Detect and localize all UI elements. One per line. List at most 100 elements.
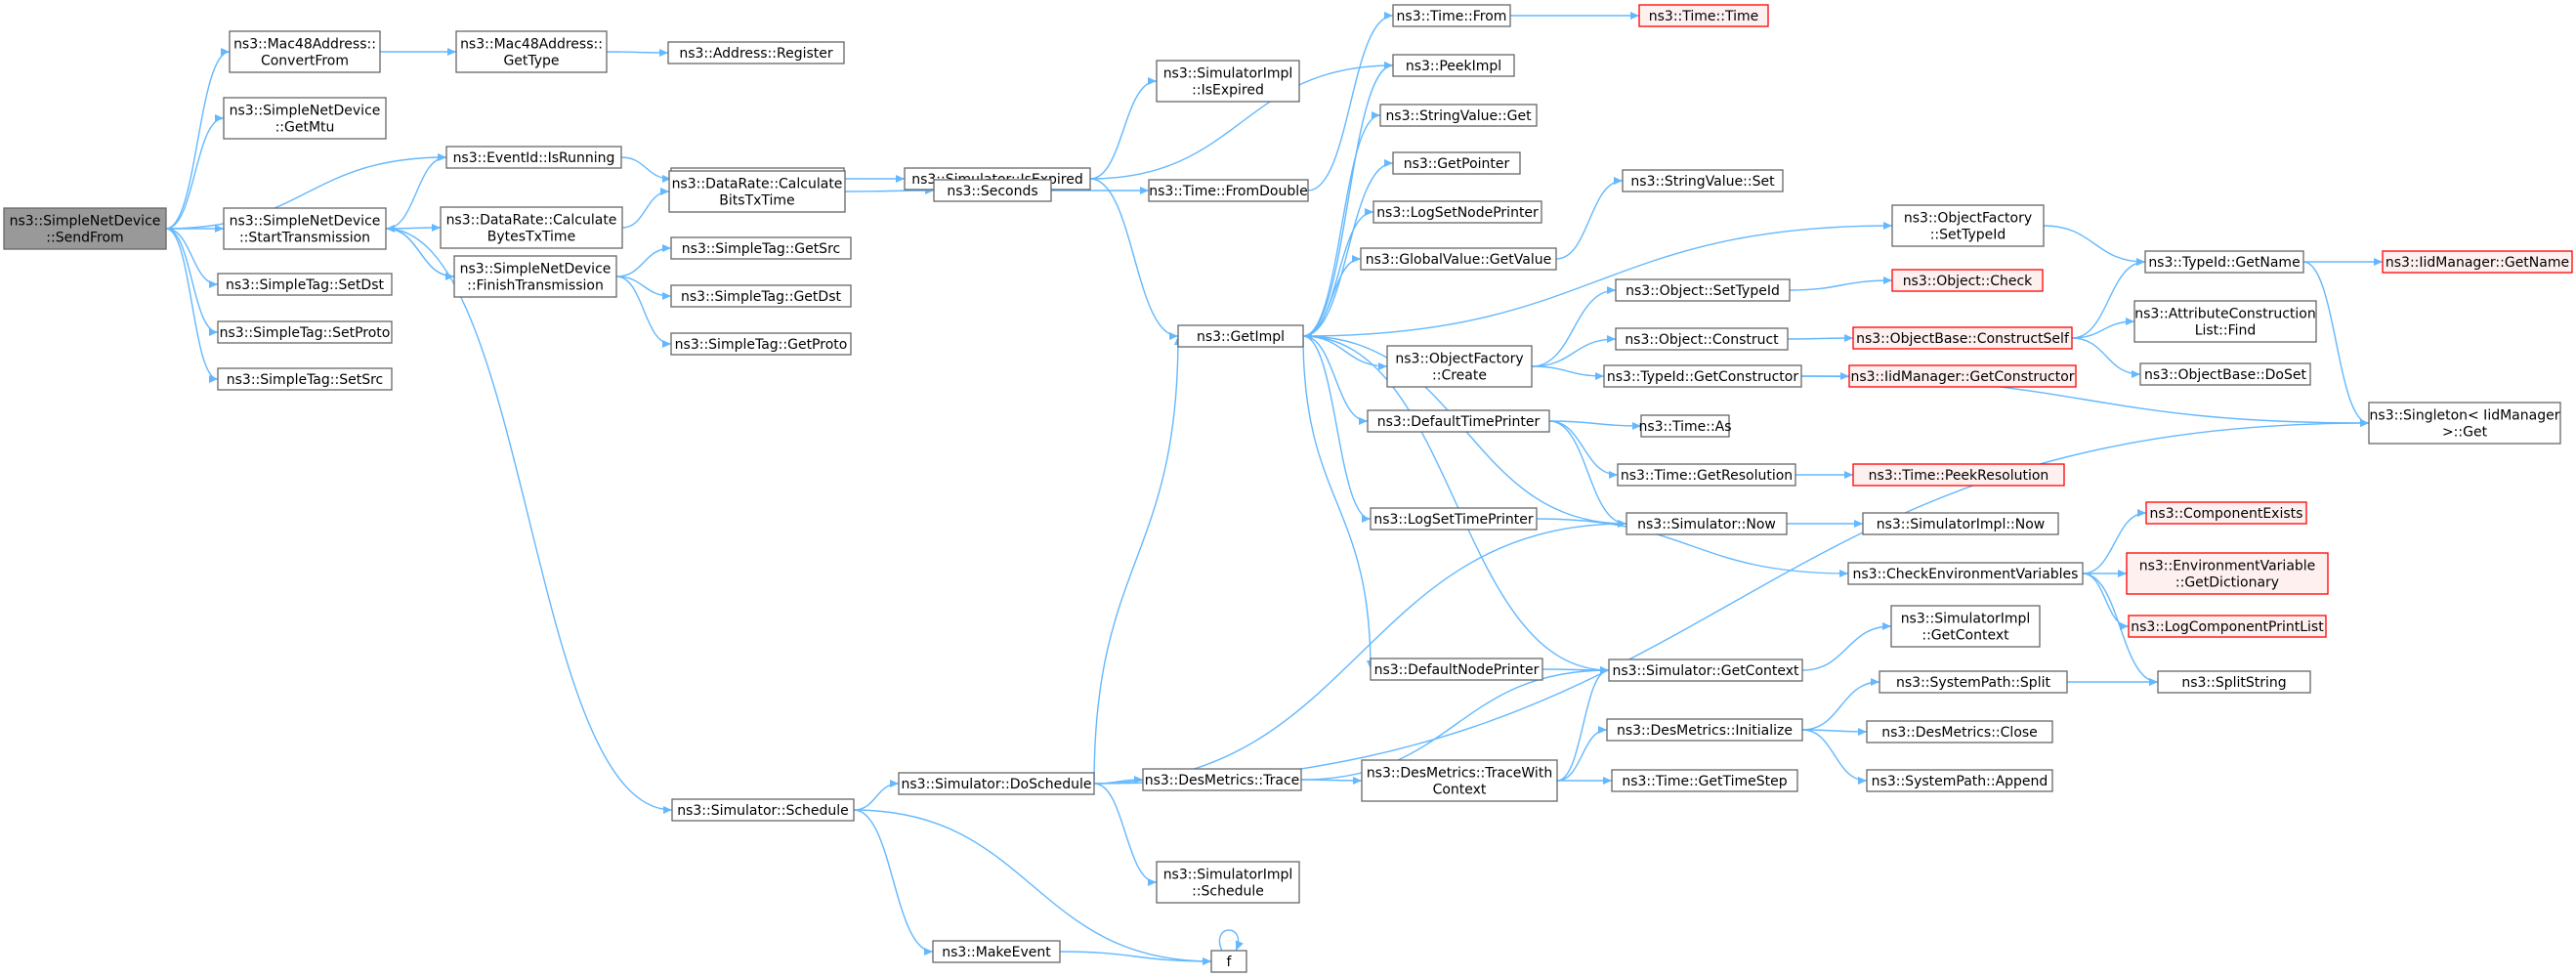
graph-node-time-time[interactable]: ns3::Time::Time — [1638, 4, 1769, 27]
graph-node-objfactory-settypeid[interactable]: ns3::ObjectFactory::SetTypeId — [1891, 204, 2045, 247]
graph-node-componentexists[interactable]: ns3::ComponentExists — [2145, 501, 2307, 525]
graph-node-strval-set[interactable]: ns3::StringValue::Set — [1622, 169, 1784, 192]
graph-node-label: ns3::SystemPath::Split — [1896, 675, 2050, 691]
graph-node-iid-getname[interactable]: ns3::IidManager::GetName — [2382, 250, 2573, 274]
graph-node-typeid-getconstructor[interactable]: ns3::TypeId::GetConstructor — [1603, 364, 1802, 388]
graph-node-defaultnodeprinter[interactable]: ns3::DefaultNodePrinter — [1370, 658, 1543, 681]
graph-node-box — [1156, 60, 1300, 103]
call-graph-edges — [165, 12, 2383, 965]
graph-node-getimpl[interactable]: ns3::GetImpl — [1177, 324, 1304, 348]
call-edge — [1556, 669, 1610, 782]
graph-node-sim-doschedule[interactable]: ns3::Simulator::DoSchedule — [898, 772, 1095, 795]
graph-node-obj-settypeid[interactable]: ns3::Object::SetTypeId — [1615, 278, 1791, 302]
call-edge-arrowhead — [1609, 471, 1618, 479]
graph-node-tag-setproto[interactable]: ns3::SimpleTag::SetProto — [217, 320, 393, 344]
graph-node-getmtu[interactable]: ns3::SimpleNetDevice::GetMtu — [223, 97, 387, 140]
graph-node-box — [1379, 104, 1538, 127]
graph-node-finish-tx[interactable]: ns3::SimpleNetDevice::FinishTransmission — [453, 255, 617, 298]
graph-node-root[interactable]: ns3::SimpleNetDevice::SendFrom — [3, 207, 167, 250]
graph-node-label: ns3::DesMetrics::Close — [1881, 725, 2038, 741]
graph-node-checkenv[interactable]: ns3::CheckEnvironmentVariables — [1847, 562, 2084, 585]
graph-node-time-gettimestep[interactable]: ns3::Time::GetTimeStep — [1611, 769, 1798, 792]
graph-node-label: ns3::DesMetrics::TraceWith — [1367, 766, 1552, 782]
graph-node-tag-getdst[interactable]: ns3::SimpleTag::GetDst — [670, 284, 852, 308]
graph-node-iid-getconstructor[interactable]: ns3::IidManager::GetConstructor — [1848, 364, 2077, 388]
call-edge-arrowhead — [1235, 940, 1244, 951]
graph-node-sim-now[interactable]: ns3::Simulator::Now — [1626, 512, 1788, 535]
graph-node-box — [1862, 512, 2059, 535]
graph-node-mac-gettype[interactable]: ns3::Mac48Address::GetType — [455, 30, 608, 73]
graph-node-label: ::GetDictionary — [2175, 575, 2279, 591]
call-edge — [1789, 279, 1893, 291]
graph-node-globalvalue[interactable]: ns3::GlobalValue::GetValue — [1360, 247, 1557, 271]
graph-node-sim-getcontext[interactable]: ns3::Simulator::GetContext — [1608, 658, 1803, 682]
call-edge — [385, 228, 673, 811]
graph-node-splitstring[interactable]: ns3::SplitString — [2157, 670, 2311, 694]
graph-node-box — [1640, 414, 1730, 438]
call-edge — [1300, 669, 1610, 781]
graph-node-singleton-get[interactable]: ns3::Singleton< IidManager>::Get — [2368, 402, 2561, 445]
graph-node-desmetrics-close[interactable]: ns3::DesMetrics::Close — [1866, 720, 2053, 743]
graph-node-addr-register[interactable]: ns3::Address::Register — [667, 41, 845, 64]
call-edge — [1302, 64, 1394, 337]
call-edge — [1093, 523, 1627, 785]
graph-node-logsetnode[interactable]: ns3::LogSetNodePrinter — [1372, 200, 1542, 224]
call-edge-arrowhead — [1854, 520, 1863, 528]
graph-node-objbase-constructself[interactable]: ns3::ObjectBase::ConstructSelf — [1852, 326, 2073, 350]
graph-node-time-peekresolution[interactable]: ns3::Time::PeekResolution — [1852, 463, 2065, 487]
graph-node-simimpl-schedule[interactable]: ns3::SimulatorImpl::Schedule — [1156, 861, 1300, 904]
graph-node-getpointer[interactable]: ns3::GetPointer — [1392, 151, 1521, 175]
graph-node-tag-setdst[interactable]: ns3::SimpleTag::SetDst — [217, 273, 393, 296]
graph-node-simimpl-getcontext[interactable]: ns3::SimulatorImpl::GetContext — [1890, 605, 2041, 648]
call-edge — [385, 228, 455, 277]
call-edge — [165, 156, 447, 230]
graph-node-tag-getproto[interactable]: ns3::SimpleTag::GetProto — [670, 332, 852, 356]
call-edge — [853, 809, 1212, 962]
graph-node-syspath-split[interactable]: ns3::SystemPath::Split — [1879, 670, 2068, 694]
graph-node-obj-check[interactable]: ns3::Object::Check — [1891, 269, 2044, 292]
graph-node-tag-getsrc[interactable]: ns3::SimpleTag::GetSrc — [670, 236, 852, 260]
graph-node-f[interactable]: f — [1210, 950, 1247, 973]
graph-node-logcomponentprintlist[interactable]: ns3::LogComponentPrintList — [2128, 615, 2327, 638]
graph-node-simimpl-isexpired[interactable]: ns3::SimulatorImpl::IsExpired — [1156, 60, 1300, 103]
graph-node-label: ns3::SimpleNetDevice — [230, 104, 381, 119]
call-edge-arrowhead — [1134, 776, 1143, 784]
graph-node-syspath-append[interactable]: ns3::SystemPath::Append — [1866, 769, 2053, 792]
graph-node-time-getresolution[interactable]: ns3::Time::GetResolution — [1617, 463, 1796, 487]
graph-node-isrunning[interactable]: ns3::EventId::IsRunning — [445, 146, 622, 169]
graph-node-seconds[interactable]: ns3::Seconds — [933, 179, 1052, 202]
graph-node-label: ns3::Simulator::GetContext — [1612, 663, 1799, 679]
graph-node-time-as[interactable]: ns3::Time::As — [1638, 414, 1732, 438]
graph-node-desmetrics-init[interactable]: ns3::DesMetrics::Initialize — [1606, 718, 1803, 742]
graph-node-mac-convert[interactable]: ns3::Mac48Address::ConvertFrom — [229, 30, 381, 73]
graph-node-time-from[interactable]: ns3::Time::From — [1392, 4, 1511, 27]
graph-node-objfactory-create[interactable]: ns3::ObjectFactory::Create — [1386, 345, 1533, 388]
graph-node-tag-setsrc[interactable]: ns3::SimpleTag::SetSrc — [217, 367, 393, 391]
graph-node-peekimpl[interactable]: ns3::PeekImpl — [1392, 54, 1515, 77]
call-edge-arrowhead — [1169, 332, 1178, 340]
graph-node-fromdouble[interactable]: ns3::Time::FromDouble — [1148, 179, 1309, 202]
graph-node-label: ns3::Object::SetTypeId — [1626, 283, 1780, 299]
graph-node-obj-construct[interactable]: ns3::Object::Construct — [1615, 327, 1789, 351]
graph-node-defaulttimeprinter[interactable]: ns3::DefaultTimePrinter — [1367, 409, 1550, 433]
graph-node-label: ::GetMtu — [275, 120, 335, 136]
graph-node-box — [217, 367, 393, 391]
graph-node-box — [217, 273, 393, 296]
graph-node-logsettime[interactable]: ns3::LogSetTimePrinter — [1370, 507, 1538, 531]
call-edge-arrowhead — [924, 948, 933, 956]
graph-node-sim-schedule[interactable]: ns3::Simulator::Schedule — [671, 798, 855, 822]
call-edge — [1801, 729, 1868, 782]
graph-node-simimpl-now[interactable]: ns3::SimulatorImpl::Now — [1862, 512, 2059, 535]
graph-node-strval-get[interactable]: ns3::StringValue::Get — [1379, 104, 1538, 127]
graph-node-start-tx[interactable]: ns3::SimpleNetDevice::StartTransmission — [223, 207, 387, 250]
graph-node-makeevent[interactable]: ns3::MakeEvent — [932, 940, 1061, 963]
graph-node-typeid-getname[interactable]: ns3::TypeId::GetName — [2144, 250, 2304, 274]
graph-node-box — [453, 255, 617, 298]
graph-node-desmetrics-trace[interactable]: ns3::DesMetrics::Trace — [1142, 768, 1302, 791]
graph-node-objbase-doset[interactable]: ns3::ObjectBase::DoSet — [2139, 362, 2311, 386]
graph-node-envvar-getdict[interactable]: ns3::EnvironmentVariable::GetDictionary — [2126, 552, 2329, 595]
